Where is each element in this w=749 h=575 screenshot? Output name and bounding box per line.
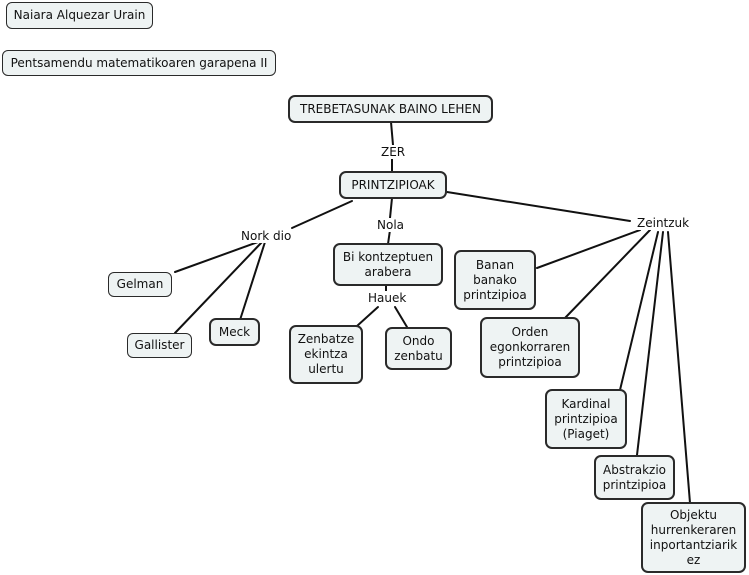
root-concept-node: TREBETASUNAK BAINO LEHEN	[288, 95, 493, 123]
author-node-gelman: Gelman	[108, 272, 172, 297]
principle-node-abstrakzio: Abstrakzio printzipioa	[594, 455, 675, 500]
link-label-nork-dio: Nork dio	[239, 229, 294, 243]
link-label-hauek: Hauek	[366, 291, 409, 305]
author-node-gallister: Gallister	[127, 333, 192, 358]
concept-node-zenbatze: Zenbatze ekintza ulertu	[289, 325, 363, 384]
principle-node-objektu: Objektu hurrenkeraren inportantziarik ez	[641, 502, 746, 573]
principle-node-banan-banako: Banan banako printzipioa	[454, 250, 536, 310]
course-title-box: Pentsamendu matematikoaren garapena II	[2, 50, 276, 76]
link-label-nola: Nola	[375, 218, 407, 232]
bi-kontzeptuen-node: Bi kontzeptuen arabera	[333, 243, 443, 286]
link-label-zeintzuk: Zeintzuk	[635, 216, 692, 230]
author-name-box: Naiara Alquezar Urain	[6, 2, 153, 29]
principles-node: PRINTZIPIOAK	[339, 171, 447, 199]
principle-node-orden-egonkorraren: Orden egonkorraren printzipioa	[480, 317, 580, 378]
principle-node-kardinal: Kardinal printzipioa (Piaget)	[545, 389, 627, 449]
concept-node-ondo-zenbatu: Ondo zenbatu	[385, 327, 452, 370]
author-node-meck: Meck	[209, 318, 260, 346]
link-label-zer: ZER	[379, 145, 408, 159]
